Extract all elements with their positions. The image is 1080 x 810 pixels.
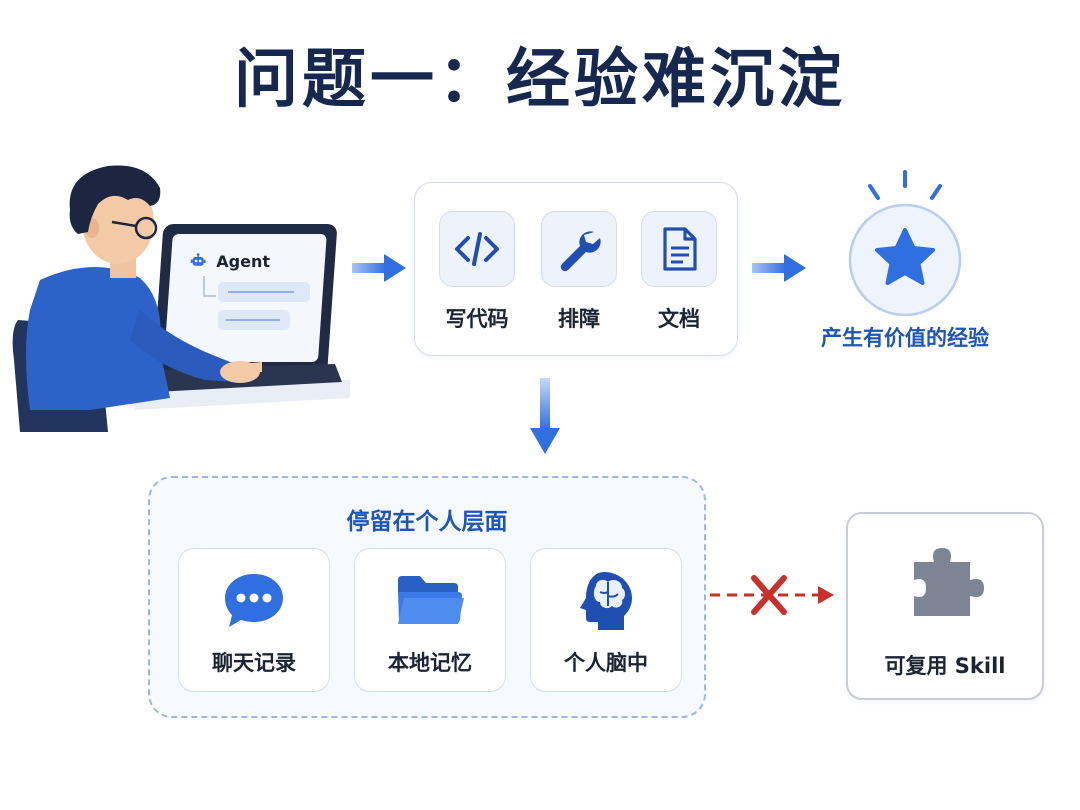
code-icon: [455, 232, 499, 266]
reusable-skill-label: 可复用 Skill: [884, 654, 1006, 678]
document-icon-box: [641, 211, 717, 287]
wrench-icon: [560, 231, 601, 272]
tasks-card: 写代码 排障 文档: [414, 182, 738, 356]
task-code: 写代码: [437, 211, 517, 333]
document-icon: [663, 227, 697, 271]
star-badge: [848, 170, 962, 317]
chat-lines-graphic: [203, 276, 310, 330]
task-document: 文档: [639, 211, 719, 333]
folder-icon: [398, 576, 464, 624]
blocked-arrow: [710, 575, 834, 615]
arrow-right-2: [752, 254, 806, 282]
personal-level-container: 停留在个人层面 聊天记录 本地记忆: [148, 476, 706, 718]
arrow-right-1: [352, 254, 406, 282]
personal-label-local-memory: 本地记忆: [388, 651, 472, 675]
wrench-icon-box: [541, 211, 617, 287]
personal-item-in-head: 个人脑中: [530, 548, 682, 692]
chat-bubble-icon: [225, 574, 283, 627]
star-icon: [875, 228, 935, 285]
puzzle-piece-icon: [914, 548, 984, 616]
page-title: 问题一：经验难沉淀: [234, 43, 846, 117]
task-troubleshoot: 排障: [539, 211, 619, 333]
personal-item-chat: 聊天记录: [178, 548, 330, 692]
agent-label: Agent: [216, 251, 270, 271]
cross-icon: [751, 575, 787, 615]
personal-item-local-memory: 本地记忆: [354, 548, 506, 692]
code-icon-box: [439, 211, 515, 287]
personal-level-title: 停留在个人层面: [346, 509, 508, 535]
arrow-down: [530, 378, 560, 454]
task-label-document: 文档: [658, 307, 700, 331]
brain-head-icon: [580, 572, 632, 630]
personal-label-chat: 聊天记录: [212, 651, 296, 675]
value-label: 产生有价值的经验: [821, 326, 989, 350]
task-label-troubleshoot: 排障: [558, 307, 600, 331]
task-label-code: 写代码: [445, 307, 509, 331]
reusable-skill-card: 可复用 Skill: [846, 512, 1044, 700]
personal-label-in-head: 个人脑中: [564, 651, 648, 675]
agent-header: Agent: [190, 246, 270, 276]
robot-icon: [190, 253, 206, 266]
